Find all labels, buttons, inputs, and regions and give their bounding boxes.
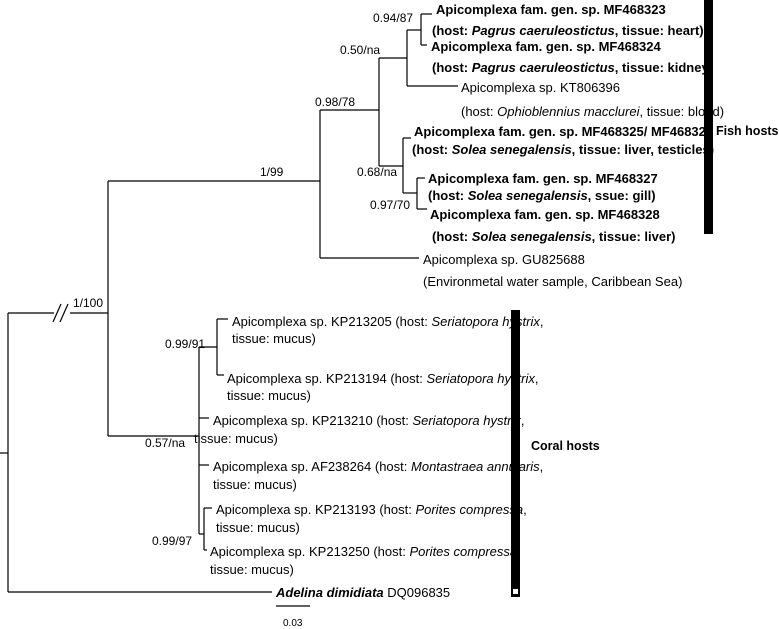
taxon-name: Apicomplexa sp. KP213193 (host: Porites … (216, 502, 527, 517)
support-value: 1/100 (73, 296, 103, 310)
coral-taxa: Apicomplexa sp. KP213205 (host: Seriatop… (194, 314, 543, 577)
fish-hosts-bar (704, 0, 713, 234)
taxon-kp213194: Apicomplexa sp. KP213194 (host: Seriatop… (227, 371, 538, 403)
coral-hosts-label: Coral hosts (531, 439, 600, 453)
taxon-outgroup: Adelina dimidiata DQ096835 (275, 585, 450, 600)
taxon-name: Apicomplexa sp. KP213194 (host: Seriatop… (227, 371, 538, 386)
clade-markers: Fish hosts Coral hosts (511, 0, 779, 597)
taxon-host-line: (Environmetal water sample, Caribbean Se… (423, 274, 682, 289)
support-value: 0.97/70 (370, 198, 410, 212)
taxon-name: Apicomplexa fam. gen. sp. MF468327 (428, 171, 658, 186)
taxon-host-line: tissue: mucus) (213, 477, 297, 492)
taxon-mf468327: Apicomplexa fam. gen. sp. MF468327 (host… (428, 171, 658, 203)
taxon-mf468323: Apicomplexa fam. gen. sp. MF468323 (host… (432, 2, 704, 38)
support-value: 0.99/91 (165, 337, 205, 351)
fish-hosts-label: Fish hosts (716, 124, 779, 138)
taxon-name: Apicomplexa fam. gen. sp. MF468323 (436, 2, 666, 17)
taxon-host-line: tissue: mucus) (227, 388, 311, 403)
support-value: 0.68/na (357, 165, 397, 179)
taxon-af238264: Apicomplexa sp. AF238264 (host: Montastr… (213, 459, 543, 492)
support-value: 0.57/na (145, 436, 185, 450)
scale-bar: 0.03 (276, 605, 310, 629)
taxon-name: Apicomplexa sp. KP213210 (host: Seriatop… (213, 413, 524, 428)
taxon-host-line: (host: Pagrus caeruleostictus, tissue: h… (432, 23, 704, 38)
taxon-kp213193: Apicomplexa sp. KP213193 (host: Porites … (216, 502, 527, 535)
taxon-host-line: tissue: mucus) (216, 520, 300, 535)
taxon-host-line: (host: Solea senegalensis, tissue: liver… (432, 229, 675, 244)
taxon-host-line: tissue: mucus) (232, 331, 316, 346)
taxon-kp213250: Apicomplexa sp. KP213250 (host: Porites … (210, 544, 521, 577)
taxon-kp213210: Apicomplexa sp. KP213210 (host: Seriatop… (194, 413, 524, 446)
taxon-kp213205: Apicomplexa sp. KP213205 (host: Seriatop… (232, 314, 543, 346)
support-value: 1/99 (260, 165, 284, 179)
taxon-name: Apicomplexa sp. KP213205 (host: Seriatop… (232, 314, 543, 329)
taxon-host-line: (host: Solea senegalensis, ssue: gill) (428, 188, 656, 203)
tree-branches (0, 13, 458, 593)
support-value: 0.99/97 (152, 534, 192, 548)
outgroup-name: Adelina dimidiata DQ096835 (275, 585, 450, 600)
support-value: 0.50/na (340, 43, 380, 57)
taxon-name: Apicomplexa sp. GU825688 (423, 252, 585, 267)
taxon-name: Apicomplexa fam. gen. sp. MF468324 (431, 39, 662, 54)
taxon-host-line: (host: Pagrus caeruleostictus, tissue: k… (432, 60, 713, 75)
support-value: 0.98/78 (315, 95, 355, 109)
taxon-name: Apicomplexa sp. KT806396 (461, 80, 620, 95)
taxon-host-line: (host: Solea senegalensis, tissue: liver… (412, 142, 714, 157)
taxon-name: Apicomplexa sp. AF238264 (host: Montastr… (213, 459, 543, 474)
taxon-host-line: tissue: mucus) (194, 431, 278, 446)
taxon-gu825688: Apicomplexa sp. GU825688 (Environmetal w… (423, 252, 682, 289)
taxon-name: Apicomplexa fam. gen. sp. MF468325/ MF46… (414, 124, 713, 139)
coral-hosts-bar-end (513, 589, 518, 594)
taxon-name: Apicomplexa fam. gen. sp. MF468328 (430, 207, 660, 222)
taxon-mf468325: Apicomplexa fam. gen. sp. MF468325/ MF46… (412, 124, 714, 157)
branch-break-mark (52, 303, 70, 323)
taxon-mf468328: Apicomplexa fam. gen. sp. MF468328 (host… (430, 207, 675, 244)
taxon-kt806396: Apicomplexa sp. KT806396 (host: Ophioble… (461, 80, 724, 119)
coral-hosts-bar (511, 310, 520, 597)
taxon-name: Apicomplexa sp. KP213250 (host: Porites … (210, 544, 521, 559)
support-values: 1/99 0.98/78 0.94/87 0.50/na 0.68/na 0.9… (73, 11, 413, 548)
taxon-mf468324: Apicomplexa fam. gen. sp. MF468324 (host… (431, 39, 713, 75)
fish-taxa: Apicomplexa fam. gen. sp. MF468323 (host… (412, 2, 724, 289)
scale-bar-label: 0.03 (283, 618, 303, 629)
taxon-host-line: (host: Ophioblennius macclurei, tissue: … (461, 104, 724, 119)
taxon-host-line: tissue: mucus) (210, 562, 294, 577)
support-value: 0.94/87 (373, 11, 413, 25)
